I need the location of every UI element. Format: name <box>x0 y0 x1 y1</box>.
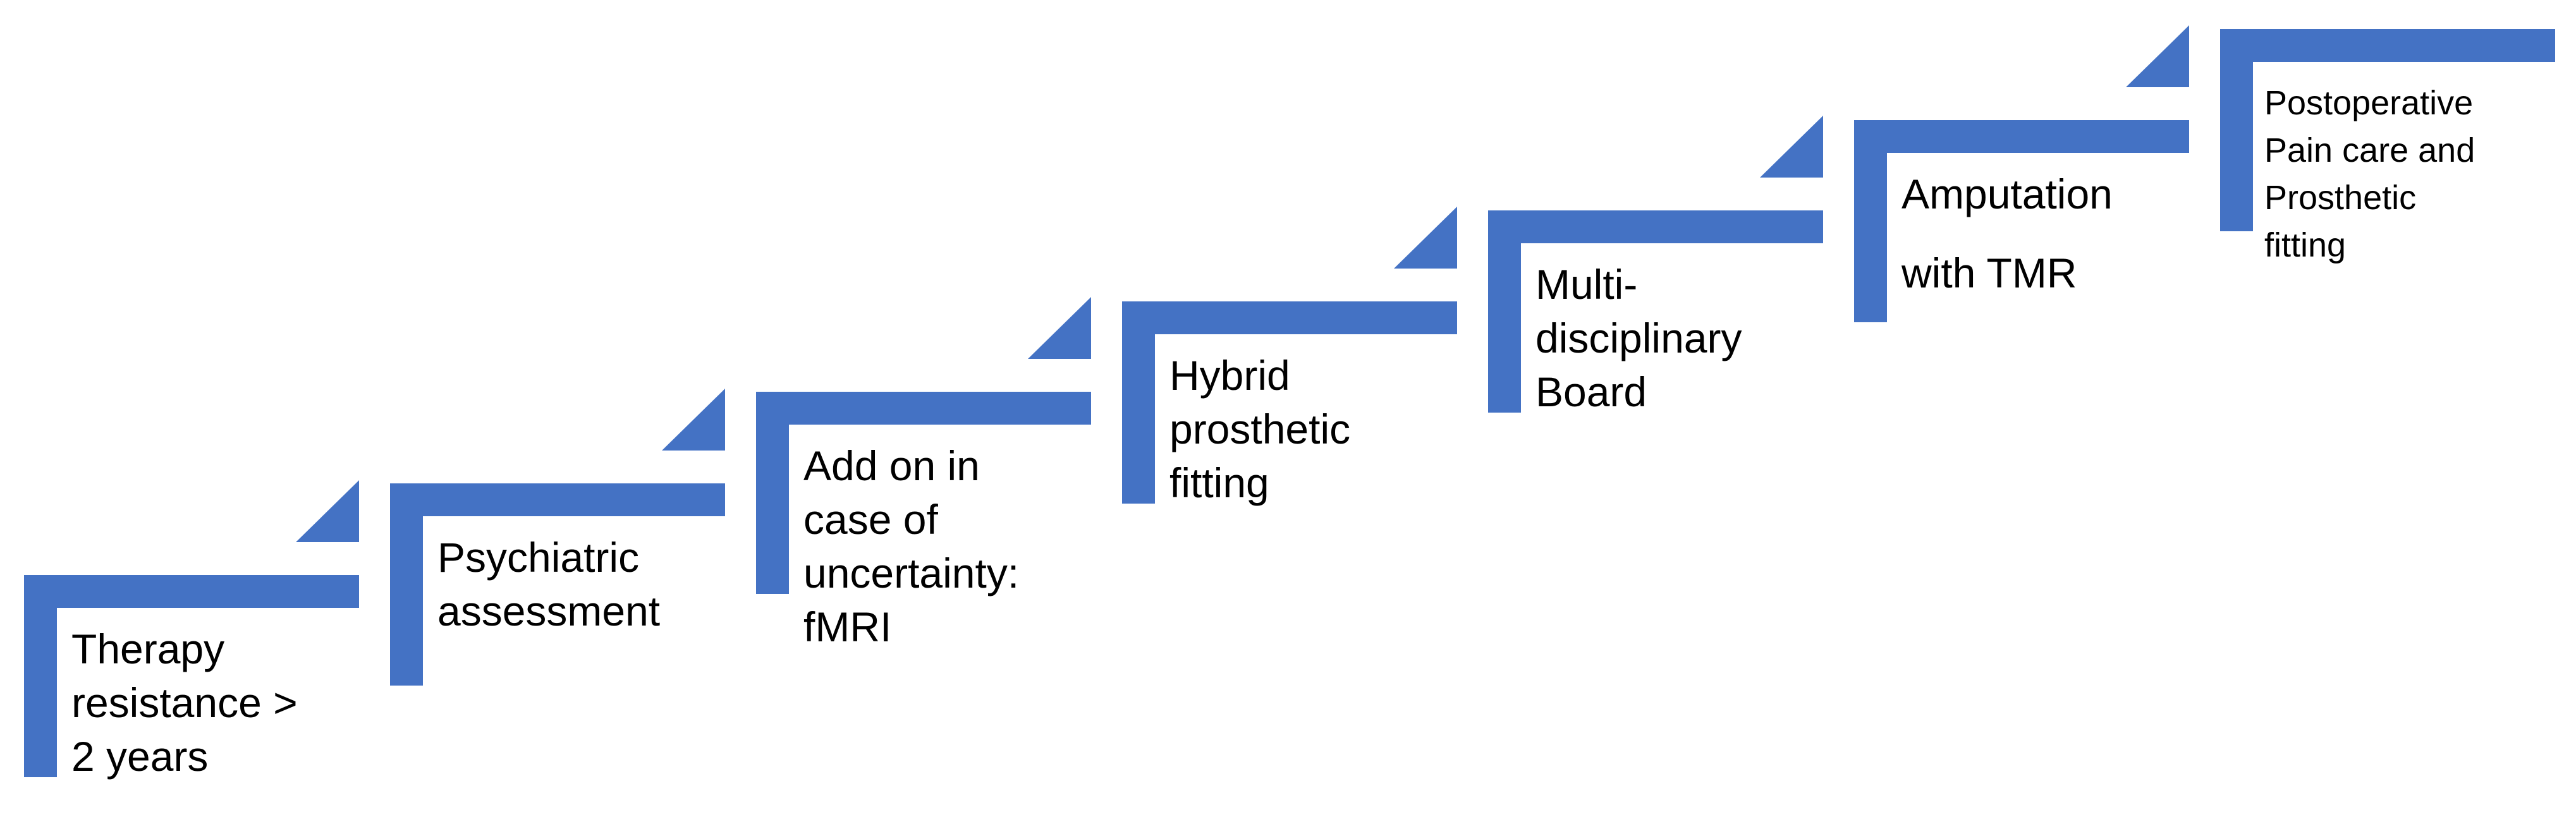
step-3-arrow-icon <box>1028 297 1091 359</box>
step-1-label-line-1: Therapy <box>71 626 225 672</box>
step-3-label: Add on in case of uncertainty: fMRI <box>803 439 1088 654</box>
step-3-label-line-1: Add on in <box>803 442 980 489</box>
step-4-label: Hybrid prosthetic fitting <box>1169 349 1454 510</box>
step-1-label-line-3: 2 years <box>71 733 209 780</box>
step-4-top-bar <box>1122 301 1457 334</box>
step-6-side-bar <box>1854 120 1887 322</box>
step-3-side-bar <box>756 392 789 594</box>
step-7-label: Postoperative Pain care and Prosthetic f… <box>2264 80 2549 269</box>
step-5-top-bar <box>1488 210 1823 243</box>
step-5-label-line-3: Board <box>1535 368 1647 415</box>
step-6-label-line-2: with TMR <box>1901 250 2077 296</box>
step-2-label-line-2: assessment <box>437 588 661 634</box>
step-4-side-bar <box>1122 301 1155 504</box>
step-5-label: Multi- disciplinary Board <box>1535 258 1820 419</box>
step-7-label-line-4: fitting <box>2264 226 2347 264</box>
step-5-side-bar <box>1488 210 1521 413</box>
step-3-top-bar <box>756 392 1091 425</box>
step-1-label-line-2: resistance > <box>71 679 298 726</box>
step-7-label-line-3: Prosthetic <box>2264 179 2417 217</box>
step-3-label-line-4: fMRI <box>803 603 892 650</box>
step-2-arrow-icon <box>662 389 725 451</box>
step-2-label-line-1: Psychiatric <box>437 534 640 581</box>
step-7-label-line-2: Pain care and <box>2264 131 2475 169</box>
step-7-top-bar <box>2220 29 2555 62</box>
step-5-label-line-2: disciplinary <box>1535 315 1742 361</box>
step-1-top-bar <box>24 575 359 608</box>
step-1-label: Therapy resistance > 2 years <box>71 622 356 784</box>
step-6-arrow-icon <box>2126 25 2189 87</box>
step-4-arrow-icon <box>1394 207 1457 269</box>
step-5-label-line-1: Multi- <box>1535 261 1638 308</box>
step-1-arrow-icon <box>296 480 359 542</box>
step-1-side-bar <box>24 575 57 777</box>
step-7-label-line-1: Postoperative <box>2264 84 2474 122</box>
step-5-arrow-icon <box>1760 116 1823 178</box>
step-4-label-line-2: prosthetic <box>1169 406 1351 452</box>
step-3-label-line-3: uncertainty: <box>803 550 1020 596</box>
step-2-side-bar <box>390 483 423 686</box>
step-3-label-line-2: case of <box>803 496 938 543</box>
step-4-label-line-1: Hybrid <box>1169 352 1290 399</box>
step-6-label-line-1: Amputation <box>1901 171 2113 217</box>
step-6-label: Amputation with TMR <box>1901 155 2186 313</box>
step-7-side-bar <box>2220 29 2253 231</box>
step-6-top-bar <box>1854 120 2189 153</box>
step-2-top-bar <box>390 483 725 516</box>
step-4-label-line-3: fitting <box>1169 459 1269 506</box>
step-2-label: Psychiatric assessment <box>437 531 722 638</box>
